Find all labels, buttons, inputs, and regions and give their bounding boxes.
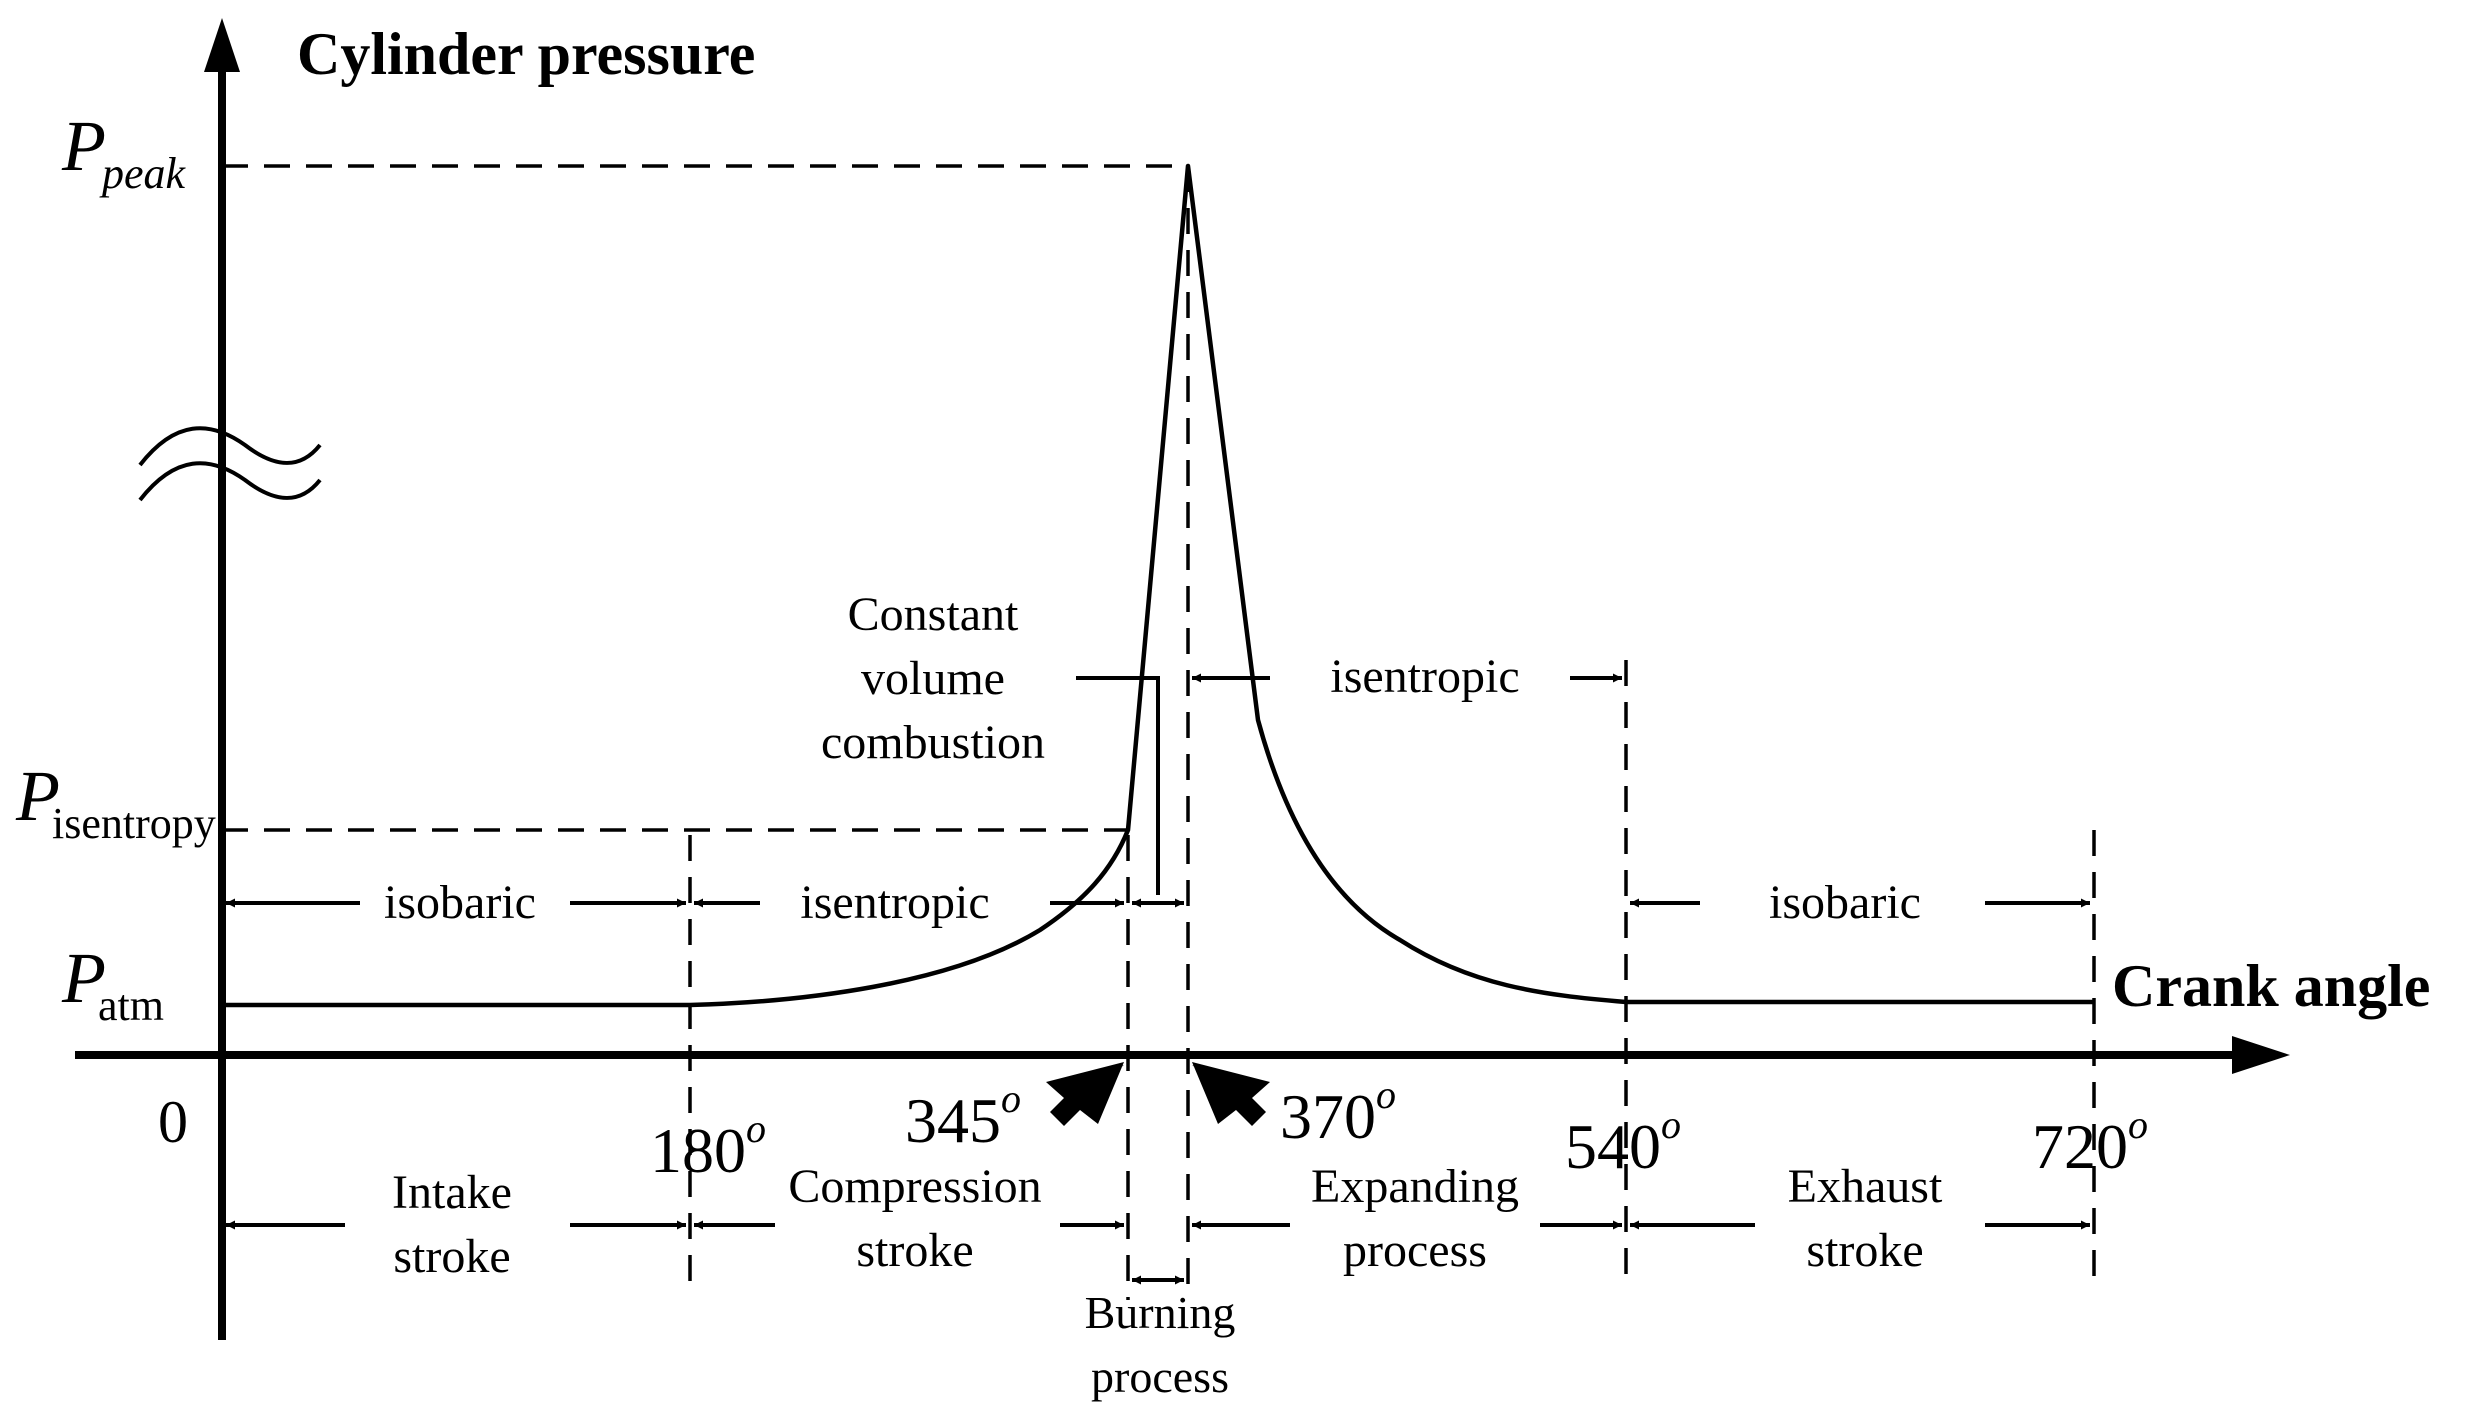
- y-axis-arrowhead-icon: [204, 18, 240, 72]
- process-arrows: [226, 673, 2090, 908]
- y-axis-title: Cylinder pressure: [297, 21, 755, 87]
- pressure-isentropy-subscript: isentropy: [52, 799, 216, 848]
- guide-lines: [222, 164, 2096, 1300]
- exhaust-label-line2: stroke: [1806, 1224, 1923, 1277]
- x-axis-arrowhead-icon: [2232, 1036, 2290, 1074]
- angle-label-540: 540o: [1565, 1102, 1681, 1182]
- constant-volume-label-line2: volume: [861, 652, 1005, 705]
- isentropic-expansion-label: isentropic: [1330, 650, 1519, 703]
- pressure-isentropy-symbol: P: [15, 756, 60, 836]
- pointer-arrows: [1046, 1062, 1270, 1126]
- burning-label-line1: Burning: [1085, 1287, 1236, 1338]
- pointer-370-head-icon: [1192, 1062, 1270, 1126]
- axis-break-icon: [138, 426, 322, 502]
- x-axis: [75, 1036, 2290, 1074]
- origin-label: 0: [158, 1089, 188, 1155]
- exhaust-label-line1: Exhaust: [1788, 1160, 1943, 1213]
- expanding-label-line1: Expanding: [1311, 1160, 1519, 1213]
- burning-label-line2: process: [1091, 1351, 1229, 1402]
- pressure-curve: [222, 163, 2094, 1008]
- pressure-atm-subscript: atm: [98, 981, 164, 1030]
- pointer-345-head-icon: [1046, 1062, 1124, 1126]
- y-axis: [204, 18, 240, 1340]
- compression-label-line1: Compression: [788, 1160, 1041, 1213]
- expanding-label-line2: process: [1343, 1224, 1487, 1277]
- pressure-peak-subscript: peak: [99, 149, 187, 198]
- constant-volume-label-line3: combustion: [821, 716, 1045, 769]
- angle-label-180: 180o: [650, 1106, 766, 1186]
- angle-label-720: 720o: [2032, 1102, 2148, 1182]
- angle-label-345: 345o: [905, 1076, 1021, 1156]
- isobaric-exhaust-label: isobaric: [1769, 876, 1921, 929]
- intake-label-line2: stroke: [393, 1230, 510, 1283]
- angle-label-370: 370o: [1280, 1072, 1396, 1152]
- stroke-arrows: [226, 1220, 2090, 1285]
- angle-labels: 180o 345o 370o 540o 720o: [650, 1072, 2148, 1186]
- intake-label-line1: Intake: [392, 1166, 512, 1219]
- isobaric-intake-label: isobaric: [384, 876, 536, 929]
- pressure-atm-symbol: P: [61, 938, 106, 1018]
- pressure-label-atm: P atm: [61, 938, 164, 1030]
- pressure-peak-symbol: P: [61, 106, 106, 186]
- pressure-label-isentropy: P isentropy: [15, 756, 216, 848]
- stroke-labels: Intake stroke Compression stroke Expandi…: [392, 1160, 1943, 1402]
- x-axis-title: Crank angle: [2112, 953, 2430, 1019]
- isentropic-compression-label: isentropic: [800, 876, 989, 929]
- constant-volume-leader: [1076, 676, 1160, 895]
- process-labels: isobaric isentropic Constant volume comb…: [384, 588, 1921, 929]
- pressure-label-peak: P peak: [61, 106, 187, 198]
- compression-label-line2: stroke: [856, 1224, 973, 1277]
- constant-volume-label-line1: Constant: [848, 588, 1019, 641]
